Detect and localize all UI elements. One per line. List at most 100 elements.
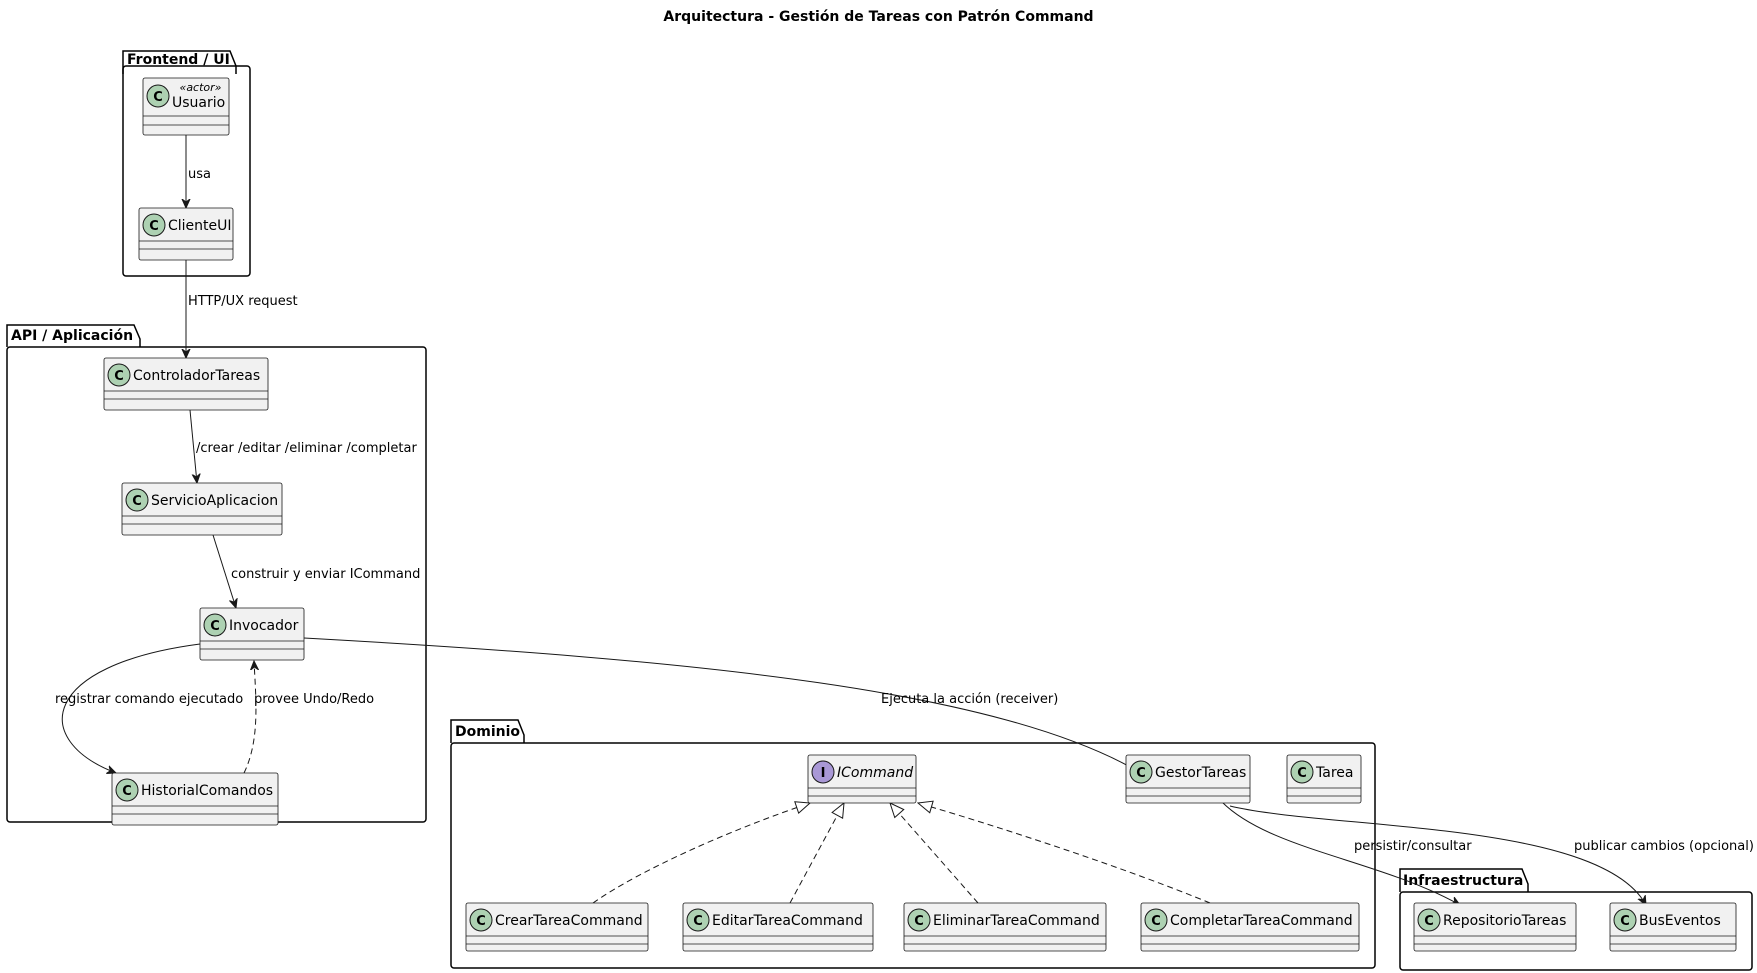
badge-letter: C (1620, 914, 1630, 929)
class-badge-icon (203, 613, 227, 637)
class-badge-icon (686, 908, 710, 932)
class-badge-icon (1613, 908, 1637, 932)
class-box (103, 357, 269, 411)
edge-registrar-label: registrar comando ejecutado (55, 692, 243, 707)
edge-provee (243, 661, 256, 774)
class-historial: C HistorialComandos (111, 772, 279, 826)
class-box (1609, 902, 1737, 952)
badge-letter: C (1136, 766, 1146, 781)
class-box (199, 607, 305, 661)
class-completar: C CompletarTareaCommand (1140, 902, 1360, 952)
package-frontend-label: Frontend / UI (127, 52, 230, 68)
badge-letter: C (132, 494, 142, 509)
package-infraestructura: Infraestructura (1399, 868, 1753, 971)
class-badge-icon (125, 488, 149, 512)
badge-letter: C (693, 914, 703, 929)
class-crear: C CrearTareaCommand (465, 902, 649, 952)
edge-publicar-label: publicar cambios (opcional) (1574, 839, 1754, 854)
class-usuario: C «actor»Usuario (142, 77, 230, 136)
class-name: HistorialComandos (141, 783, 273, 799)
class-badge-icon (1417, 908, 1441, 932)
class-badge-icon (142, 213, 166, 237)
badge-letter: C (1424, 914, 1434, 929)
class-editar: C EditarTareaCommand (682, 902, 874, 952)
class-name: RepositorioTareas (1443, 913, 1566, 929)
class-invocador: C Invocador (199, 607, 305, 661)
class-box (111, 772, 279, 826)
class-tarea: C Tarea (1286, 754, 1362, 804)
class-name: EditarTareaCommand (712, 913, 863, 929)
class-box (807, 754, 917, 804)
class-box (682, 902, 874, 952)
class-box (1140, 902, 1360, 952)
class-badge-icon (115, 778, 139, 802)
edge-registrar (61, 643, 201, 773)
class-box (1413, 902, 1577, 952)
badge-letter: C (476, 914, 486, 929)
edge-ejecuta-label: Ejecuta la acción (receiver) (881, 692, 1058, 707)
realization-eliminar (890, 803, 979, 904)
class-badge-icon (107, 363, 131, 387)
diagram-title: Arquitectura - Gestión de Tareas con Pat… (663, 9, 1094, 25)
realization-editar (789, 803, 844, 904)
badge-letter: C (1151, 914, 1161, 929)
class-badge-icon (907, 908, 931, 932)
badge-letter: C (153, 90, 163, 105)
package-dominio-label: Dominio (455, 724, 520, 740)
badge-letter: C (914, 914, 924, 929)
class-repositorio: C RepositorioTareas (1413, 902, 1577, 952)
class-name: ICommand (837, 765, 913, 781)
class-name: GestorTareas (1155, 765, 1246, 781)
badge-letter: C (122, 784, 132, 799)
interface-badge-icon (811, 760, 835, 784)
badge-letter: C (149, 219, 159, 234)
class-badge-icon (146, 84, 170, 108)
badge-letter: C (210, 619, 220, 634)
edge-usa-label: usa (188, 167, 211, 182)
edge-construir (212, 534, 236, 608)
class-badge-icon (1144, 908, 1168, 932)
class-name: ServicioAplicacion (151, 493, 278, 509)
class-clienteui: C ClienteUI (138, 207, 234, 261)
edge-persistir-label: persistir/consultar (1354, 839, 1472, 854)
class-name: CompletarTareaCommand (1170, 913, 1353, 929)
class-badge-icon (469, 908, 493, 932)
class-name: ClienteUI (168, 218, 232, 234)
class-controlador: C ControladorTareas (103, 357, 269, 411)
class-name: Invocador (229, 618, 299, 634)
realization-completar (918, 803, 1211, 904)
class-box (465, 902, 649, 952)
class-badge-icon (1290, 760, 1314, 784)
edge-persistir (1221, 801, 1460, 905)
class-name: Tarea (1315, 765, 1353, 781)
class-name: Usuario (172, 95, 225, 111)
package-api-label: API / Aplicación (11, 328, 133, 344)
class-bus: C BusEventos (1609, 902, 1737, 952)
badge-letter: I (821, 766, 826, 781)
edge-construir-label: construir y enviar ICommand (231, 567, 420, 582)
edge-ejecuta (303, 637, 1141, 773)
class-box (121, 482, 283, 536)
class-badge-icon (1129, 760, 1153, 784)
edge-provee-label: provee Undo/Redo (254, 692, 374, 707)
badge-letter: C (1297, 766, 1307, 781)
package-infraestructura-label: Infraestructura (1403, 873, 1523, 889)
edges: usa HTTP/UX request /crear /editar /elim… (55, 135, 1754, 905)
class-stereotype: «actor» (180, 81, 222, 94)
class-box (903, 902, 1107, 952)
class-servicio: C ServicioAplicacion (121, 482, 283, 536)
class-icommand: I ICommand (807, 754, 917, 804)
class-gestor: C GestorTareas (1125, 754, 1251, 804)
class-name: BusEventos (1639, 913, 1721, 929)
badge-letter: C (114, 369, 124, 384)
class-name: CrearTareaCommand (495, 913, 643, 929)
edge-crud (189, 409, 197, 483)
edge-http-label: HTTP/UX request (188, 294, 298, 309)
realization-crear (592, 803, 810, 904)
class-box (1125, 754, 1251, 804)
class-name: ControladorTareas (133, 368, 260, 384)
class-eliminar: C EliminarTareaCommand (903, 902, 1107, 952)
class-name: EliminarTareaCommand (933, 913, 1100, 929)
